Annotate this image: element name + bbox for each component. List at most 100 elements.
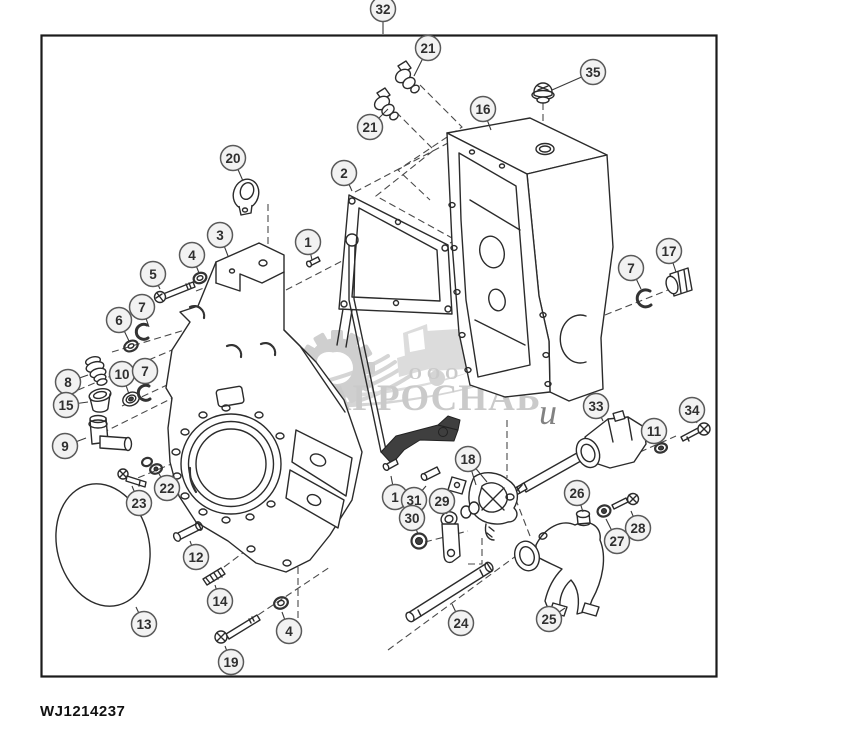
- shift-fork-drawing: [513, 521, 605, 617]
- bushing-26: [575, 509, 591, 527]
- fitting-8: [84, 355, 108, 386]
- callout-24-36: 24: [447, 603, 475, 637]
- bushing-31: [420, 466, 441, 482]
- callout-13-37: 13: [130, 606, 158, 638]
- callout-30-30: 30: [398, 504, 426, 535]
- callout-7-16: 7: [131, 357, 159, 388]
- svg-text:1: 1: [304, 235, 312, 250]
- callout-29-28: 29: [428, 487, 456, 515]
- svg-text:1: 1: [391, 490, 399, 505]
- svg-text:19: 19: [223, 655, 238, 670]
- callout-27-32: 27: [603, 518, 631, 555]
- shifter-assembly-drawing: [507, 410, 647, 499]
- washers-22: [141, 456, 163, 475]
- svg-text:22: 22: [159, 481, 174, 496]
- svg-text:32: 32: [375, 2, 390, 17]
- callout-11-21: 11: [640, 417, 668, 445]
- svg-text:17: 17: [661, 244, 676, 259]
- callout-14-34: 14: [206, 584, 234, 615]
- callout-15-18: 15: [52, 391, 89, 419]
- callout-32-0: 32: [369, 0, 397, 34]
- callout-9-22: 9: [51, 432, 87, 460]
- callout-33-19: 33: [582, 392, 610, 422]
- callout-12-33: 12: [182, 540, 210, 571]
- watermark-suffix: u: [539, 392, 557, 432]
- bolt-19: [214, 614, 261, 644]
- pin-1a: [305, 256, 321, 268]
- callout-26-25: 26: [563, 479, 591, 513]
- svg-text:8: 8: [64, 375, 72, 390]
- pin-1b: [382, 458, 399, 472]
- snap-ring-7b: [136, 383, 152, 402]
- callout-19-39: 19: [217, 645, 245, 676]
- callout-16-3: 16: [469, 95, 497, 131]
- elbow-9: [88, 414, 133, 452]
- transmission-case-drawing: [165, 242, 363, 573]
- callout-2-6: 2: [330, 159, 358, 192]
- nut-4a: [192, 271, 208, 285]
- callout-7-13: 7: [128, 293, 156, 328]
- bolt-5: [153, 281, 196, 304]
- callout-28-31: 28: [624, 510, 652, 542]
- clamp-eyelet-20: [232, 178, 260, 216]
- shift-rod-drawing: [405, 561, 494, 623]
- nut-30: [410, 532, 428, 550]
- svg-text:13: 13: [136, 617, 152, 632]
- svg-text:28: 28: [630, 521, 646, 536]
- svg-text:3: 3: [216, 228, 224, 243]
- callout-8-17: 8: [54, 368, 89, 396]
- svg-text:34: 34: [684, 403, 700, 418]
- svg-text:4: 4: [188, 248, 196, 263]
- svg-text:14: 14: [212, 594, 228, 609]
- bolt-23: [117, 468, 147, 488]
- callout-17-9: 17: [655, 237, 683, 273]
- bolt-34: [680, 422, 711, 442]
- svg-text:2: 2: [340, 166, 348, 181]
- svg-text:27: 27: [609, 534, 624, 549]
- callout-10-15: 10: [108, 360, 136, 395]
- snap-ring-7c: [635, 288, 653, 309]
- svg-text:25: 25: [541, 612, 557, 627]
- svg-text:7: 7: [627, 261, 635, 276]
- svg-text:10: 10: [114, 367, 129, 382]
- svg-text:18: 18: [460, 452, 476, 467]
- svg-text:35: 35: [585, 65, 601, 80]
- cap-15: [88, 388, 112, 413]
- shift-rail-lever-drawing: [345, 233, 461, 465]
- bolt-28: [611, 492, 640, 510]
- svg-text:16: 16: [475, 102, 491, 117]
- callout-35-2: 35: [551, 58, 607, 91]
- callout-1-8: 1: [294, 228, 322, 261]
- callout-21-1: 21: [413, 34, 442, 77]
- svg-text:30: 30: [404, 511, 419, 526]
- callout-6-14: 6: [105, 306, 133, 342]
- svg-text:33: 33: [588, 399, 604, 414]
- svg-text:6: 6: [115, 313, 123, 328]
- callout-22-24: 22: [153, 471, 181, 502]
- sensor-21a: [394, 60, 420, 94]
- snap-ring-7a: [134, 322, 150, 341]
- nut-11: [653, 442, 669, 454]
- svg-text:9: 9: [61, 439, 69, 454]
- callout-3-7: 3: [206, 221, 234, 257]
- svg-text:7: 7: [138, 300, 146, 315]
- callout-21-4: 21: [356, 108, 389, 141]
- diagram-border: [40, 34, 718, 678]
- gasket-drawing: [336, 194, 453, 348]
- washer-27: [596, 504, 612, 518]
- callout-4-38: 4: [275, 611, 303, 645]
- svg-text:29: 29: [434, 494, 449, 509]
- o-ring-13: [55, 483, 151, 607]
- svg-text:24: 24: [453, 616, 469, 631]
- watermark-prefix: ООО: [409, 364, 464, 383]
- callout-20-5: 20: [219, 144, 247, 182]
- svg-text:11: 11: [647, 424, 662, 439]
- rear-cover-drawing: [446, 117, 614, 402]
- plug-17: [665, 267, 693, 297]
- svg-text:5: 5: [149, 267, 157, 282]
- svg-text:15: 15: [58, 398, 74, 413]
- svg-text:12: 12: [188, 550, 203, 565]
- breather-plug-35: [531, 82, 555, 104]
